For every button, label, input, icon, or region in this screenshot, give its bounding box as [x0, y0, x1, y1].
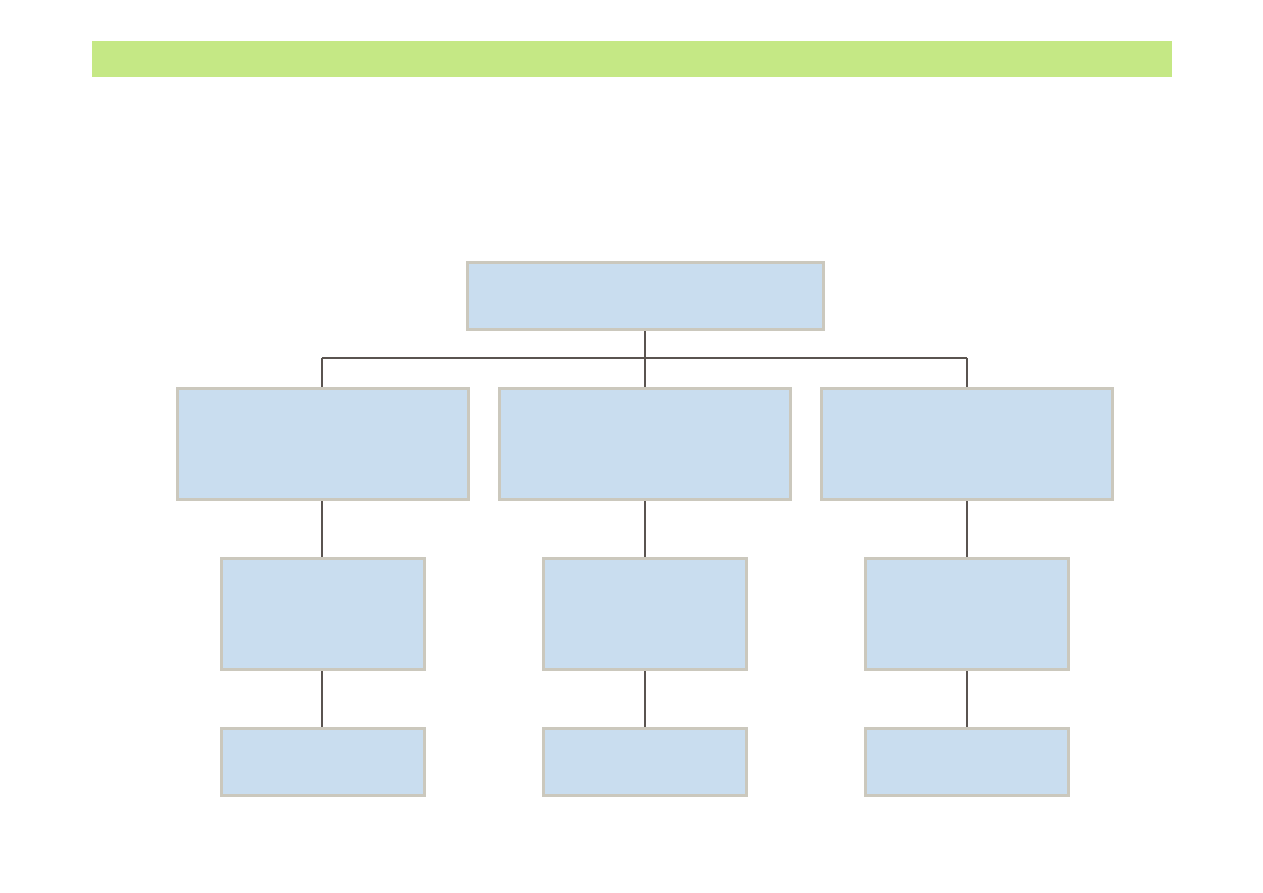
org-box-leaf-3[interactable] — [864, 727, 1070, 797]
org-box-child-2[interactable] — [542, 557, 748, 671]
header-bar — [92, 41, 1172, 77]
org-box-leaf-1[interactable] — [220, 727, 426, 797]
org-box-leaf-2[interactable] — [542, 727, 748, 797]
org-box-root[interactable] — [466, 261, 825, 331]
org-box-branch-3[interactable] — [820, 387, 1114, 501]
org-box-child-1[interactable] — [220, 557, 426, 671]
org-box-branch-1[interactable] — [176, 387, 470, 501]
org-box-child-3[interactable] — [864, 557, 1070, 671]
org-box-branch-2[interactable] — [498, 387, 792, 501]
